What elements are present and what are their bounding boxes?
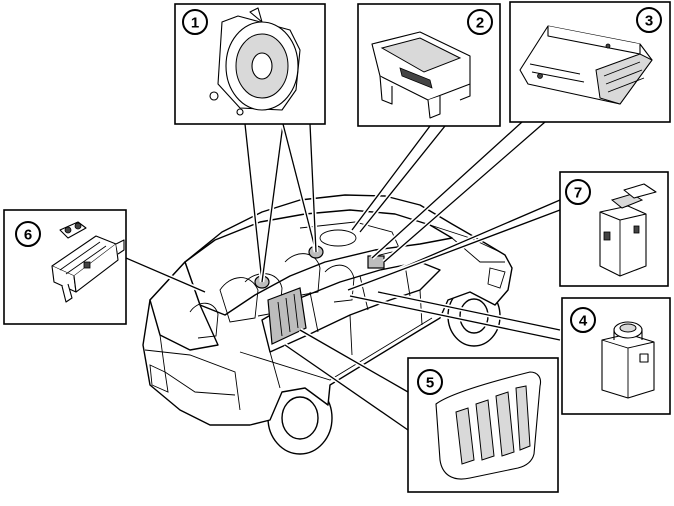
- leader-lines: [125, 120, 561, 432]
- callout-badge-6: [15, 221, 41, 247]
- speaker-grille-icon: [435, 371, 542, 480]
- speaker-icon: [209, 7, 301, 116]
- callout-badge-3: [636, 7, 662, 33]
- callout-number-2: 2: [476, 15, 484, 32]
- callout-box-7: 7: [559, 171, 669, 287]
- callout-number-7: 7: [574, 185, 582, 202]
- callout-box-4: 4: [561, 297, 671, 415]
- car-grille-marker: [267, 287, 307, 345]
- callout-box-6: 6: [3, 209, 127, 325]
- callout-box-5: 5: [407, 357, 559, 493]
- callout-box-1: 1: [174, 3, 326, 125]
- callout-number-5: 5: [426, 375, 434, 392]
- callout-box-3: 3: [509, 1, 671, 123]
- module-icon: [601, 321, 655, 399]
- connector-module-icon: [599, 183, 657, 277]
- callout-number-1: 1: [191, 15, 199, 32]
- callout-badge-2: [467, 9, 493, 35]
- car-illustration: [142, 194, 513, 455]
- car-head-unit-marker: [367, 255, 385, 269]
- callout-number-3: 3: [645, 13, 653, 30]
- callout-number-6: 6: [24, 227, 32, 244]
- callout-number-4: 4: [579, 313, 588, 330]
- callout-badge-1: [182, 9, 208, 35]
- callout-badge-5: [417, 369, 443, 395]
- callout-box-2: 2: [357, 3, 501, 127]
- callout-badge-4: [570, 307, 596, 333]
- amplifier-module-icon: [51, 221, 125, 303]
- callout-badge-7: [565, 179, 591, 205]
- bracket-icon: [371, 31, 471, 119]
- control-unit-icon: [519, 25, 653, 105]
